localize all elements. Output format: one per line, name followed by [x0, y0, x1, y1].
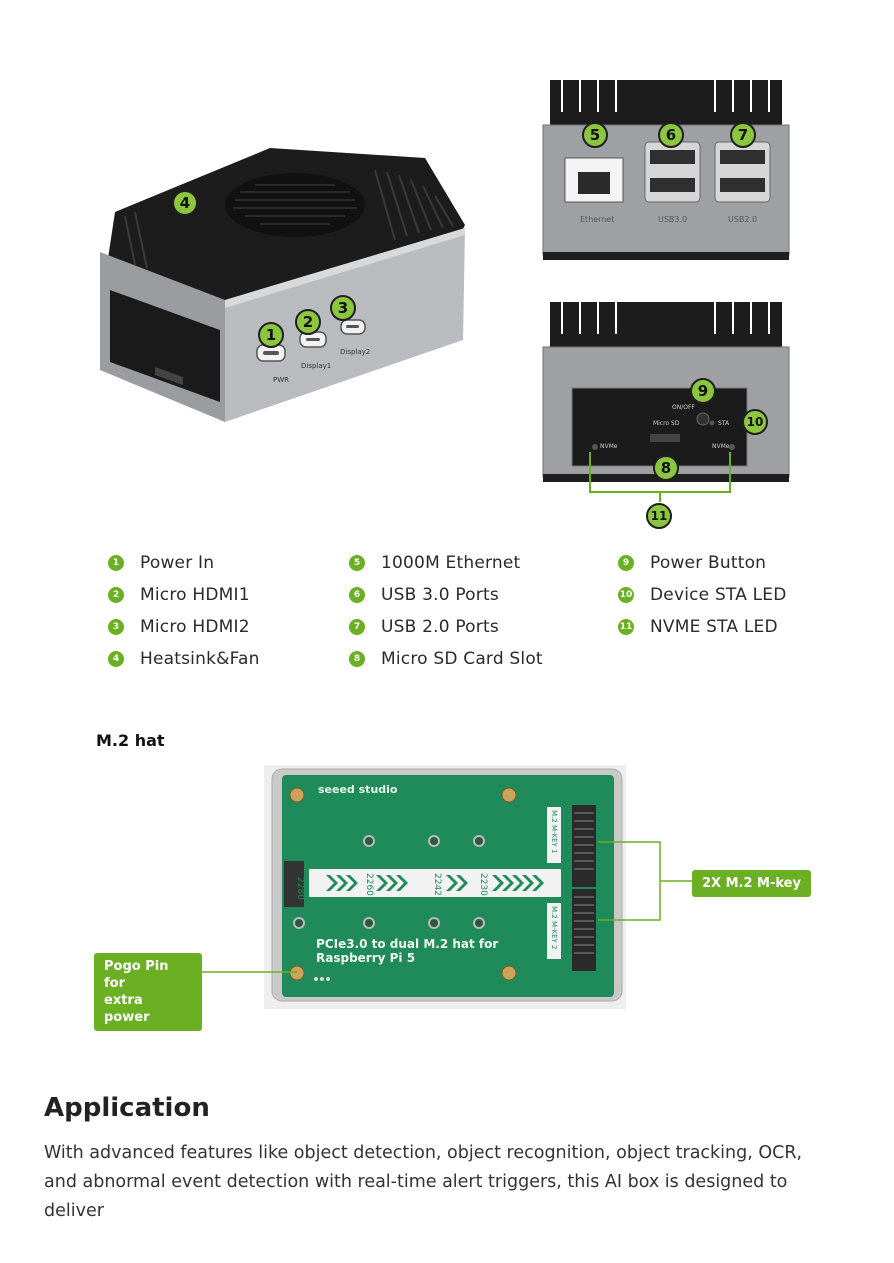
legend-item-device-sta: 10 Device STA LED: [618, 584, 787, 606]
port-label-usb3: USB3.0: [658, 215, 688, 224]
legend-label: Power Button: [650, 553, 767, 573]
legend-num: 11: [618, 619, 634, 635]
legend-num: 8: [349, 651, 365, 667]
badge-7: 7: [730, 122, 756, 148]
port-label-hdmi1: Display1: [301, 362, 332, 370]
badge-9: 9: [690, 378, 716, 404]
callout-pogo-line1: Pogo Pin for: [104, 959, 169, 991]
callout-pogo-line2: extra power: [104, 993, 150, 1025]
application-title: Application: [44, 1093, 210, 1123]
badge-6: 6: [658, 122, 684, 148]
callout-m-key: 2X M.2 M-key: [692, 870, 811, 897]
legend-label: USB 2.0 Ports: [381, 617, 499, 637]
badge-11: 11: [646, 503, 672, 529]
m2-board-title: PCIe3.0 to dual M.2 hat for Raspberry Pi…: [316, 937, 498, 965]
port-label-hdmi2: Display2: [340, 348, 371, 356]
legend-item-hdmi1: 2 Micro HDMI1: [108, 584, 250, 606]
legend-num: 7: [349, 619, 365, 635]
m2-board-drawing: [264, 765, 626, 1009]
badge-4: 4: [172, 190, 198, 216]
legend-label: 1000M Ethernet: [381, 553, 521, 573]
m2-board-title-line2: Raspberry Pi 5: [316, 951, 416, 965]
legend-num: 6: [349, 587, 365, 603]
port-label-usb2: USB2.0: [728, 215, 758, 224]
legend-item-power-in: 1 Power In: [108, 552, 214, 574]
badge-5: 5: [582, 122, 608, 148]
legend-label: Micro HDMI2: [140, 617, 250, 637]
badge-2: 2: [295, 309, 321, 335]
legend-num: 5: [349, 555, 365, 571]
badge-3: 3: [330, 295, 356, 321]
port-label-ethernet: Ethernet: [580, 215, 615, 224]
legend-label: Heatsink&Fan: [140, 649, 260, 669]
legend-label: Device STA LED: [650, 585, 787, 605]
legend-item-heatsink: 4 Heatsink&Fan: [108, 648, 260, 670]
m2-board-illustration: seeed studio 2280 2260 2242 2230 M.2 M-K…: [264, 765, 626, 1009]
legend-num: 1: [108, 555, 124, 571]
legend-num: 2: [108, 587, 124, 603]
legend-label: NVME STA LED: [650, 617, 778, 637]
port-label-sta: STA: [718, 420, 730, 427]
legend-item-microsd: 8 Micro SD Card Slot: [349, 648, 543, 670]
callout-pogo-pin: Pogo Pin for extra power: [94, 953, 202, 1031]
legend-item-ethernet: 5 1000M Ethernet: [349, 552, 520, 574]
legend-item-usb3: 6 USB 3.0 Ports: [349, 584, 499, 606]
legend-num: 3: [108, 619, 124, 635]
badge-10: 10: [742, 409, 768, 435]
port-label-nvme-left: NVMe: [600, 443, 618, 450]
port-label-pwr: PWR: [273, 376, 290, 384]
port-label-microsd: Micro SD: [653, 420, 680, 427]
m2-board-title-line1: PCIe3.0 to dual M.2 hat for: [316, 937, 499, 951]
legend-item-hdmi2: 3 Micro HDMI2: [108, 616, 250, 638]
m2-brand: seeed studio: [318, 783, 398, 796]
legend-num: 4: [108, 651, 124, 667]
legend-item-nvme-sta: 11 NVME STA LED: [618, 616, 778, 638]
legend-item-usb2: 7 USB 2.0 Ports: [349, 616, 499, 638]
device-main-drawing: [100, 148, 465, 422]
badge-8: 8: [653, 455, 679, 481]
device-main-illustration: PWR Display1 Display2: [95, 140, 470, 425]
port-label-onoff: ON/OFF: [672, 404, 695, 411]
legend-label: Power In: [140, 553, 215, 573]
legend-label: Micro SD Card Slot: [381, 649, 543, 669]
legend-item-power-button: 9 Power Button: [618, 552, 766, 574]
m2-heading: M.2 hat: [96, 731, 165, 750]
legend-label: USB 3.0 Ports: [381, 585, 499, 605]
application-paragraph: With advanced features like object detec…: [44, 1143, 803, 1221]
legend-label: Micro HDMI1: [140, 585, 250, 605]
legend-num: 9: [618, 555, 634, 571]
badge-1: 1: [258, 322, 284, 348]
legend-num: 10: [618, 587, 634, 603]
port-label-nvme-right: NVMe: [712, 443, 730, 450]
